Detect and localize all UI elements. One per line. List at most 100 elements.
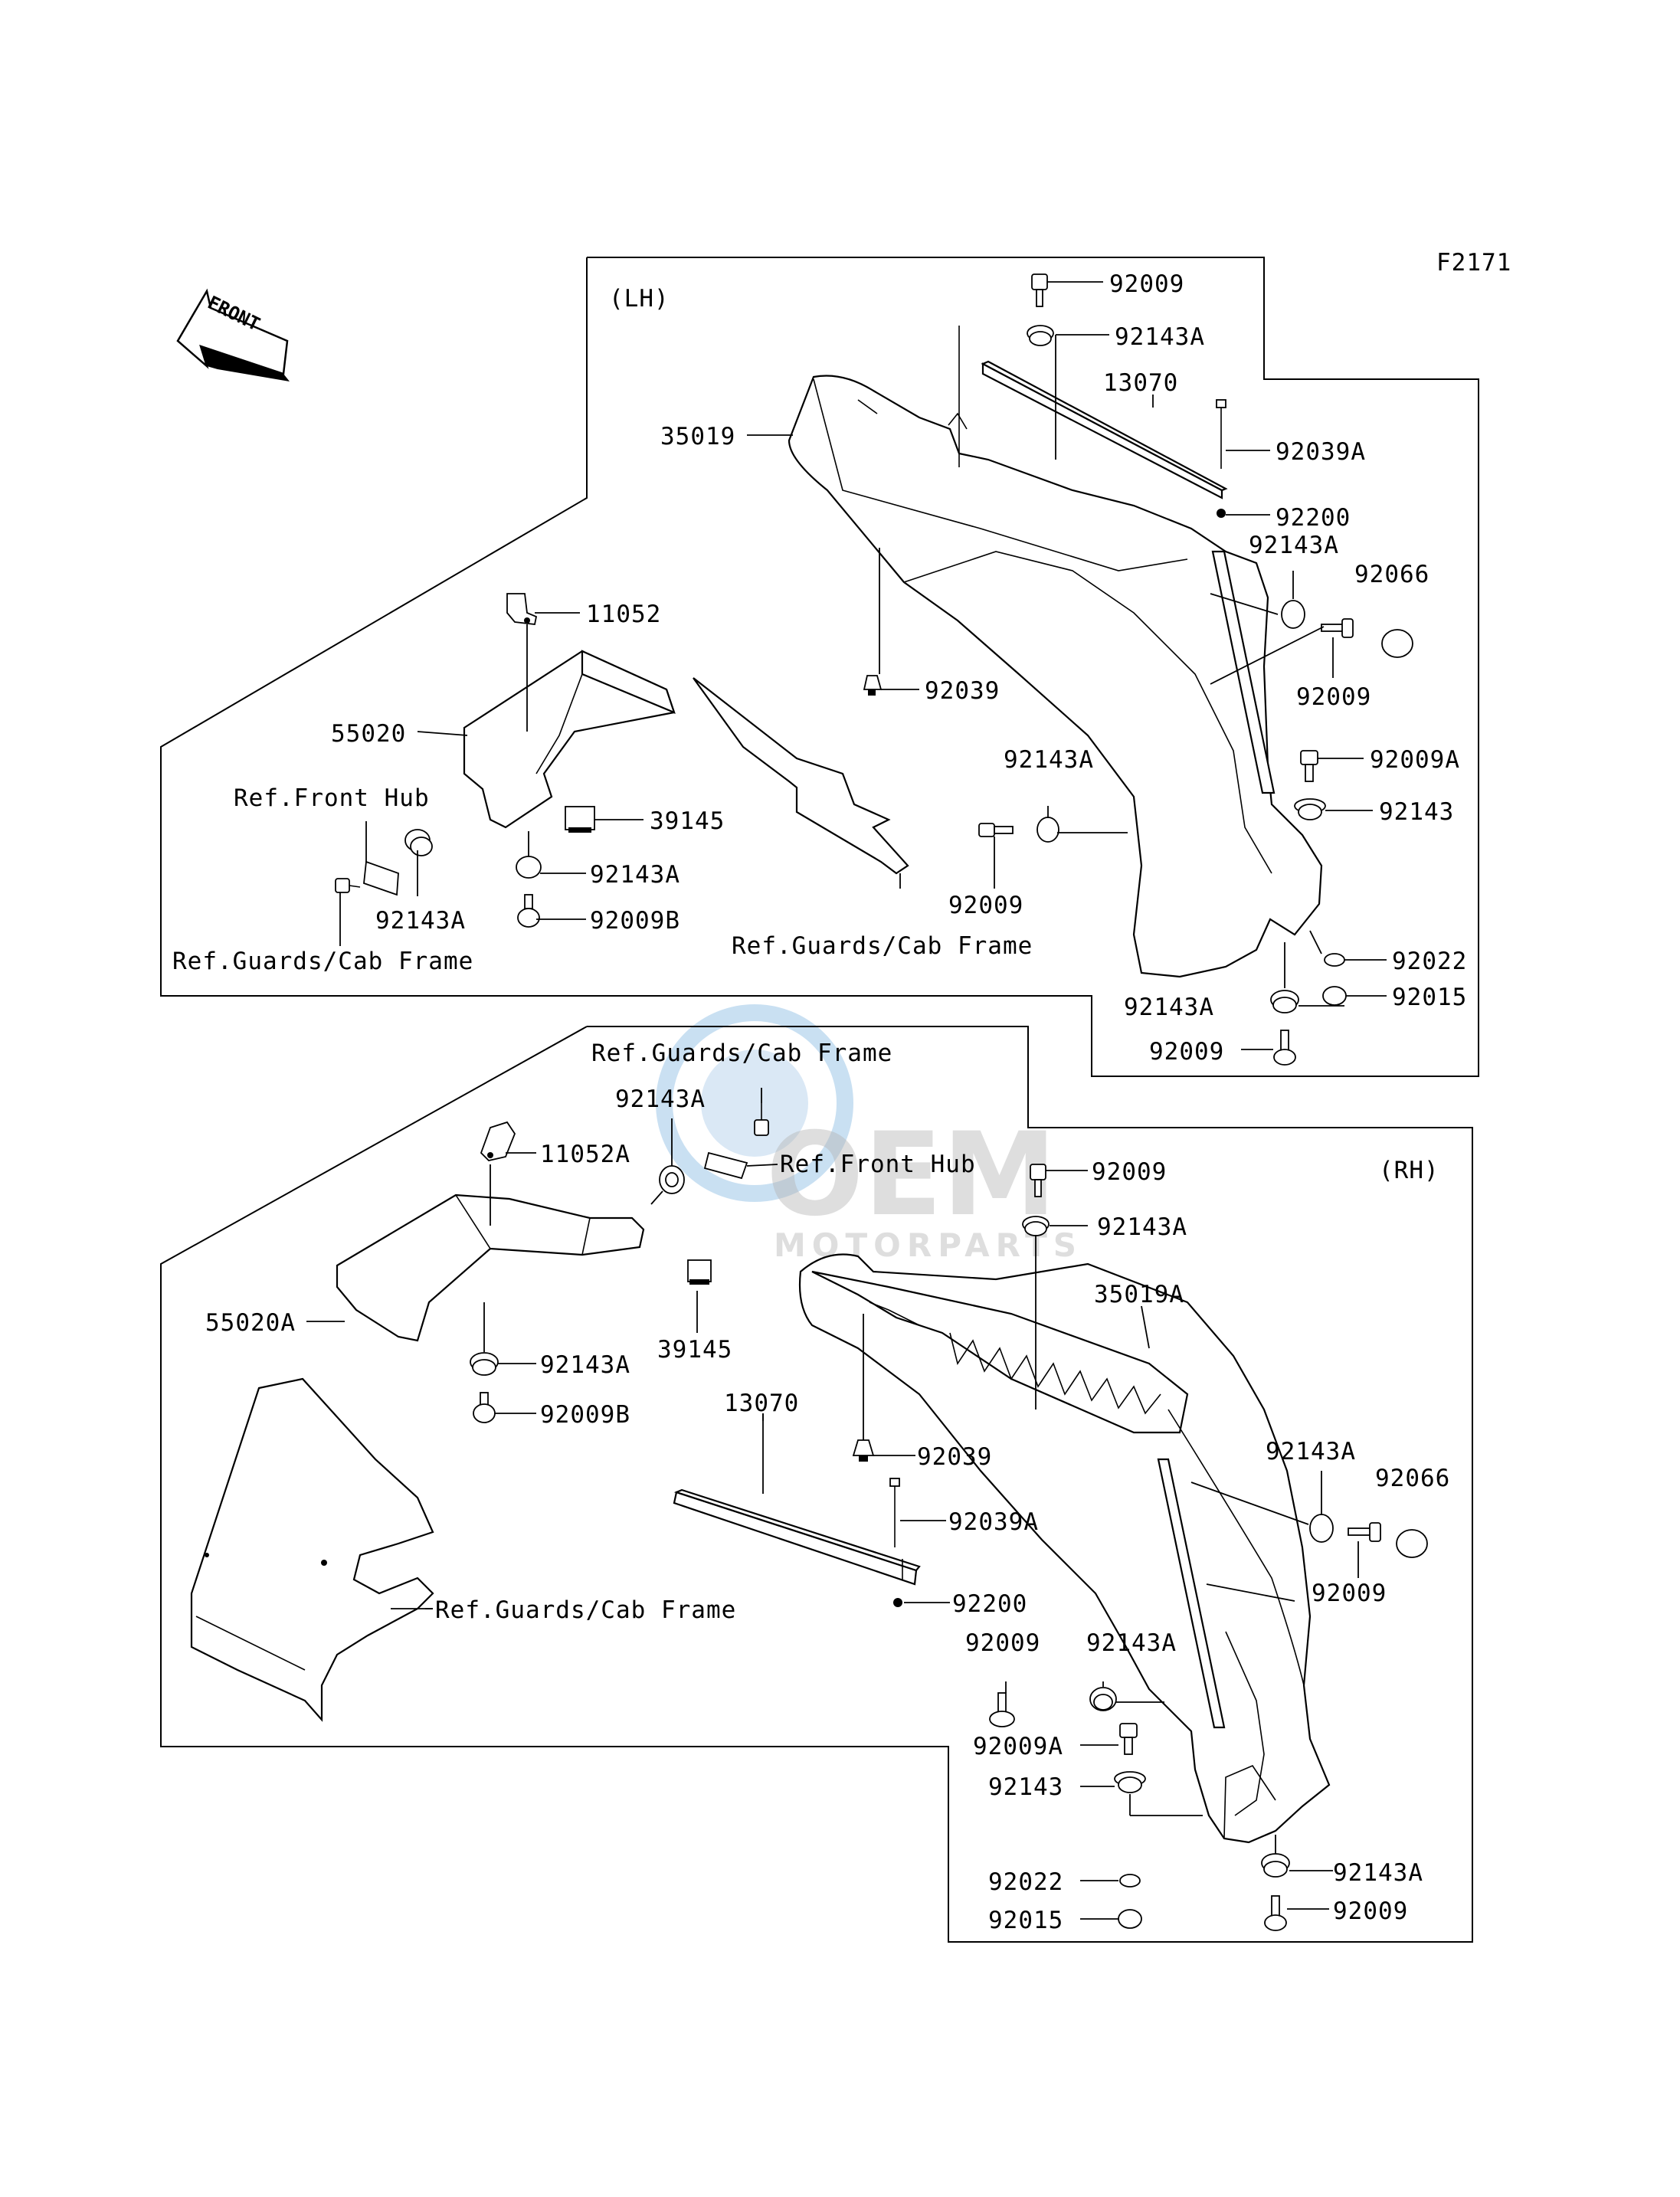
label-ref-front-hub-rh: Ref.Front Hub — [780, 1151, 976, 1178]
fender-ribs-rh — [949, 1332, 1161, 1415]
bolt-92009A-rh-icon — [1119, 1723, 1138, 1755]
lh-leaders — [339, 281, 1387, 1050]
rivet-92039-lh-icon — [863, 675, 883, 696]
rh-panel-title: (RH) — [1379, 1157, 1439, 1184]
label-92009A-lh: 92009A — [1370, 746, 1460, 774]
label-ref-guards-bot-rh: Ref.Guards/Cab Frame — [435, 1596, 736, 1624]
front-arrow-icon: FRONT — [176, 288, 290, 381]
label-92009A-rh: 92009A — [973, 1733, 1063, 1760]
mudguard-55020A — [336, 1193, 645, 1342]
label-55020A: 55020A — [205, 1309, 296, 1337]
clip-39145-rh-icon — [687, 1259, 712, 1285]
grommet-92143A-bot-lh-icon — [1270, 990, 1299, 1013]
grommet-92143A-a-lh-icon — [404, 829, 433, 856]
rivet-92039-rh-icon — [852, 1439, 875, 1462]
label-92200-lh: 92200 — [1276, 504, 1351, 532]
washer-92200-lh-icon — [1217, 509, 1226, 518]
rh-panel-border — [160, 1026, 1473, 1943]
tab-ref-front-hub-lh-icon — [363, 860, 399, 896]
trim-strip-13070-rh — [673, 1488, 921, 1586]
label-ref-guards-2-lh: Ref.Guards/Cab Frame — [172, 948, 473, 975]
fender-35019A — [798, 1253, 1331, 1844]
washer-92200-rh-icon — [893, 1598, 902, 1607]
label-ref-guards-1-lh: Ref.Guards/Cab Frame — [732, 932, 1033, 960]
bracket-11052-icon — [506, 593, 538, 625]
grommet-92143-lh-icon — [1294, 798, 1326, 820]
label-92009-bot-lh: 92009 — [1149, 1038, 1224, 1066]
clip-39145-icon — [565, 806, 595, 833]
label-92143A-bot-lh: 92143A — [1124, 994, 1214, 1021]
label-92009-mid-rh: 92009 — [965, 1629, 1040, 1657]
label-92015-rh: 92015 — [988, 1907, 1063, 1934]
label-ref-front-hub-lh: Ref.Front Hub — [234, 784, 430, 812]
bolt-92009-top-rh-icon — [1030, 1164, 1046, 1197]
label-92009B-rh: 92009B — [540, 1401, 630, 1429]
side-strip-rh — [1157, 1458, 1226, 1729]
washer-92022-rh-icon — [1119, 1874, 1141, 1888]
nut-92015-rh-icon — [1118, 1909, 1142, 1929]
bolt-92009-r-icon — [1321, 618, 1354, 638]
label-92143A-l-rh: 92143A — [540, 1351, 630, 1379]
bolt-92009-mid-rh-icon — [989, 1692, 1015, 1727]
label-92009-top-rh: 92009 — [1092, 1158, 1167, 1186]
bolt-92009-mid-lh-icon — [978, 823, 1014, 837]
side-strip-lh — [1211, 550, 1276, 794]
label-92143A-r-rh: 92143A — [1266, 1438, 1356, 1465]
bolt-92009-bot-rh-icon — [1264, 1895, 1287, 1931]
label-92009-bot-rh: 92009 — [1333, 1897, 1408, 1925]
label-92009-mid-lh: 92009 — [948, 892, 1023, 919]
guard-plate-rh — [190, 1377, 434, 1722]
bolt-ref-guards-lh-icon — [335, 878, 361, 893]
nut-92015-lh-icon — [1322, 986, 1347, 1006]
bolt-92009-bot-lh-icon — [1273, 1030, 1296, 1066]
lh-panel-title: (LH) — [609, 285, 670, 313]
bolt-92009B-lh-icon — [517, 894, 540, 928]
bolt-92009B-rh-icon — [473, 1392, 496, 1423]
rivet-92039A-lh-icon — [1216, 399, 1226, 469]
grommet-92143A-2-rh-icon — [1022, 1216, 1050, 1236]
grommet-92143A-top-icon — [1027, 325, 1054, 346]
lh-panel: (LH) — [160, 257, 1479, 1077]
bolt-ref-guards-rh-icon — [754, 1103, 769, 1136]
label-92143-lh: 92143 — [1379, 798, 1454, 826]
label-92143A-a-lh: 92143A — [590, 861, 680, 889]
label-92143A-mid-rh: 92143A — [1086, 1629, 1177, 1657]
label-11052: 11052 — [586, 601, 661, 628]
label-92143A-mid-lh: 92143A — [1004, 746, 1094, 774]
label-92009-r-lh: 92009 — [1296, 683, 1371, 711]
label-92200-rh: 92200 — [952, 1590, 1027, 1618]
label-92143A-bot-rh: 92143A — [1333, 1859, 1423, 1887]
trim-strip-13070-lh — [958, 326, 1228, 499]
grommet-92143A-b-lh-icon — [516, 856, 542, 879]
watermark-brand: OEM — [766, 1108, 1056, 1242]
label-92143A-r-lh: 92143A — [1249, 532, 1339, 559]
label-13070-rh: 13070 — [724, 1390, 799, 1417]
bolt-92009A-lh-icon — [1300, 750, 1318, 782]
fender-35019 — [788, 375, 1323, 978]
grommet-92143A-mid-lh-icon — [1036, 817, 1059, 843]
label-92066-rh: 92066 — [1375, 1465, 1450, 1492]
bolt-92009-r-rh-icon — [1348, 1522, 1381, 1542]
bolt-92009-top-icon — [1031, 273, 1048, 307]
guard-plate-lh — [693, 677, 909, 875]
label-55020: 55020 — [331, 720, 406, 748]
rivet-92039A-rh-icon — [889, 1478, 900, 1547]
tab-ref-front-hub-rh-icon — [703, 1151, 748, 1180]
label-92039A-lh: 92039A — [1276, 438, 1366, 466]
label-39145-rh: 39145 — [657, 1336, 732, 1364]
mudguard-55020 — [463, 650, 676, 829]
label-92143A-top-rh: 92143A — [615, 1085, 706, 1113]
grommet-92143A-r-rh-icon — [1309, 1514, 1334, 1543]
label-13070-lh: 13070 — [1103, 369, 1178, 397]
washer-92022-lh-icon — [1324, 953, 1345, 967]
label-39145-lh: 39145 — [650, 807, 725, 835]
figure-code: F2171 — [1436, 249, 1511, 277]
grommet-92143A-bot-rh-icon — [1261, 1853, 1290, 1878]
label-ref-guards-top-rh: Ref.Guards/Cab Frame — [591, 1040, 892, 1067]
label-92009-r-rh: 92009 — [1312, 1580, 1387, 1607]
label-92143A-2-rh: 92143A — [1097, 1213, 1187, 1241]
label-92022-lh: 92022 — [1392, 948, 1467, 975]
label-35019A: 35019A — [1094, 1281, 1184, 1308]
grommet-92143A-mid-rh-icon — [1089, 1687, 1117, 1711]
